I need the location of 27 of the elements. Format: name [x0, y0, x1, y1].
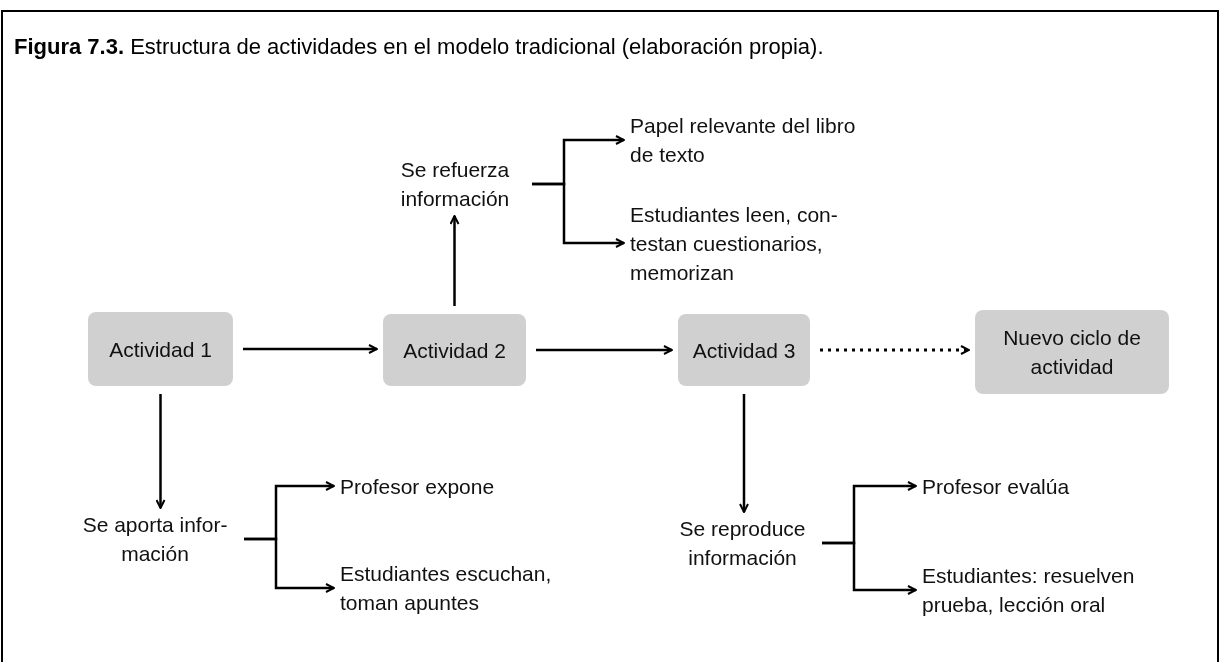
arrow: [822, 541, 917, 595]
description-text: Se refuerza información: [399, 157, 511, 212]
arrow: [532, 182, 625, 248]
activity-label: Actividad 1: [109, 336, 212, 363]
description-text: Papel relevante del libro de texto: [630, 113, 857, 168]
description-text: Profesor expone: [340, 473, 495, 500]
description-text: Estudiantes: resuelven prueba, lección oral: [922, 563, 1136, 618]
description-text: Profesor evalúa: [922, 473, 1070, 500]
description-text: Se aporta infor-mación: [81, 512, 229, 567]
activity-label: Actividad 2: [403, 337, 506, 364]
activity-box: [88, 312, 233, 386]
activity-label: Nuevo ciclo de actividad: [1002, 325, 1142, 380]
figure-title: Figura 7.3. Estructura de actividades en el modelo tradicional (elaboración propia).: [14, 34, 824, 60]
activity-label: Actividad 3: [692, 337, 796, 364]
activity-box: [678, 314, 810, 386]
activity-box: [975, 310, 1169, 394]
arrow: [820, 345, 970, 355]
arrow: [155, 394, 166, 509]
arrow: [536, 345, 673, 355]
description-text: Estudiantes leen, con-testan cuestionarios, memorizan: [630, 201, 839, 286]
arrow: [449, 215, 460, 306]
arrow: [244, 537, 335, 593]
description-text: Se reproduce información: [678, 516, 807, 571]
description-text: Estudiantes escuchan, toman apuntes: [340, 561, 553, 616]
arrow: [243, 344, 378, 354]
arrow: [739, 394, 749, 513]
activity-box: [383, 314, 526, 386]
